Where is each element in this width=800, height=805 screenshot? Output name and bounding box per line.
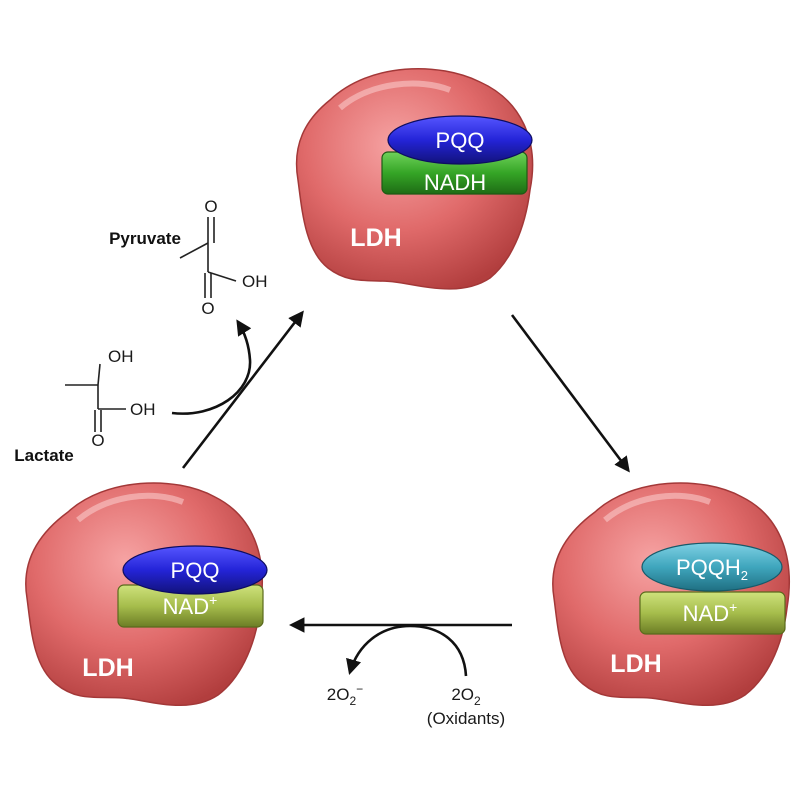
nad-plus-label: NAD+: [683, 599, 738, 626]
bond: [207, 271, 237, 282]
lactate-oxygen: O: [91, 431, 104, 450]
arrow-oxidant-reduction: [346, 624, 468, 677]
oxidants-labels: 2O2− 2O2 (Oxidants): [327, 682, 505, 728]
bond: [97, 363, 101, 386]
pqqh2-label: PQQH2: [676, 555, 748, 583]
pyruvate-oxygen-keto: O: [204, 197, 217, 216]
ldh-label: LDH: [610, 650, 661, 678]
arrow-top-to-right: [510, 314, 630, 473]
lactate-structure: OH OH O Lactate: [14, 347, 155, 465]
pyruvate-hydroxyl: OH: [242, 272, 268, 291]
pyruvate-name: Pyruvate: [109, 229, 181, 248]
lactate-hydroxyl: OH: [130, 400, 156, 419]
complex-right: PQQH2 NAD+ LDH: [552, 482, 790, 706]
lactate-name: Lactate: [14, 446, 74, 465]
complex-top: PQQ NADH LDH: [295, 67, 534, 290]
nad-plus-bar: [639, 591, 786, 635]
nad-plus-label: NAD+: [163, 592, 218, 619]
pqq-label: PQQ: [171, 558, 220, 583]
ldh-label: LDH: [350, 224, 401, 252]
ldh-label: LDH: [82, 654, 133, 682]
oxygen-label: 2O2: [451, 685, 481, 708]
complex-left: PQQ NAD+ LDH: [25, 482, 268, 706]
ldh-highlight: [76, 492, 185, 523]
pqqh2-oval: [641, 542, 783, 592]
arrow-lactate-to-pyruvate: [171, 319, 252, 415]
ldh-highlight: [338, 80, 452, 111]
arrow-left-to-top: [181, 310, 304, 469]
oxidants-note: (Oxidants): [427, 709, 505, 728]
pyruvate-structure: Pyruvate O OH O: [109, 197, 267, 318]
nadh-label: NADH: [424, 170, 486, 195]
lactate-hydroxyl-top: OH: [108, 347, 134, 366]
pqq-oval: [122, 545, 268, 595]
superoxide-label: 2O2−: [327, 682, 363, 708]
pqq-label: PQQ: [436, 128, 485, 153]
bond: [179, 242, 209, 259]
pqq-oval: [387, 115, 533, 165]
ldh-highlight: [603, 492, 712, 523]
pyruvate-oxygen-acid: O: [201, 299, 214, 318]
